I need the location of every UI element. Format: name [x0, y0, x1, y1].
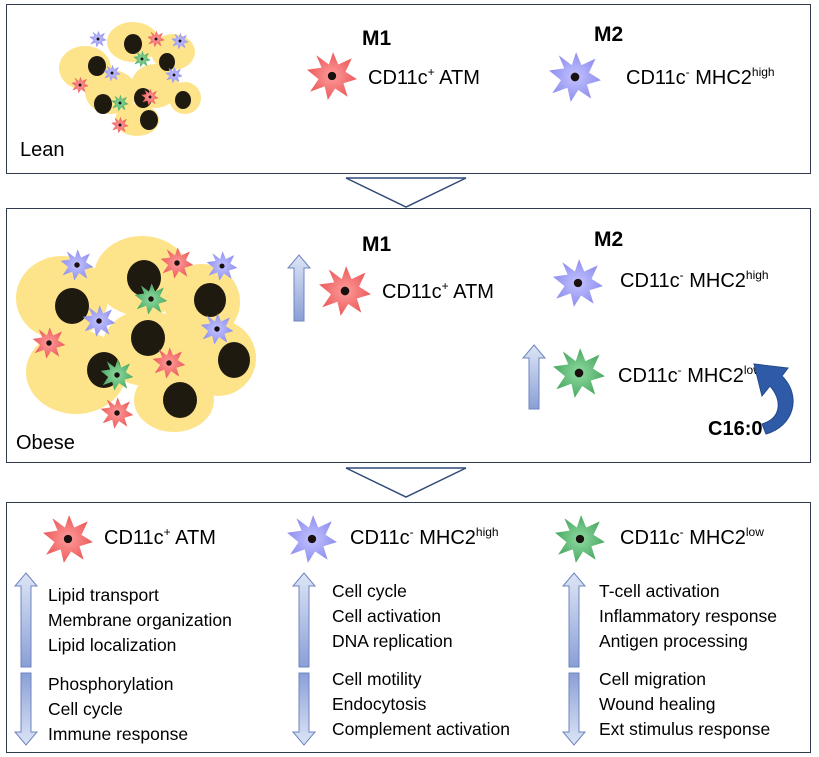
- functions-m2-high-up-arrow: [291, 572, 317, 668]
- functions-m1-down-arrow: [13, 672, 39, 746]
- list-item: Wound healing: [599, 694, 716, 714]
- obese-m2-heading: M2: [594, 228, 624, 251]
- m2-high-macrophage: [89, 30, 107, 48]
- list-item: Lipid transport: [48, 585, 159, 605]
- obese-m1-increase-arrow: [286, 254, 312, 322]
- obese-m1-cell-icon: [319, 266, 371, 316]
- functions-panel: [6, 502, 811, 753]
- list-item: Cell cycle: [332, 581, 407, 601]
- functions-m2-low-downregulated-list: Cell migration Wound healing Ext stimulu…: [599, 667, 770, 742]
- lean-m1-cell-label: CD11c+ ATM: [368, 65, 480, 89]
- functions-m2-low-up-arrow: [561, 572, 587, 668]
- list-item: Cell migration: [599, 669, 706, 689]
- obese-m1-heading: M1: [362, 233, 392, 256]
- functions-m2-high-cell-label: CD11c- MHC2high: [350, 525, 499, 549]
- lean-m2-cell-label: CD11c- MHC2high: [626, 65, 775, 89]
- nucleus: [194, 283, 226, 317]
- obese-label: Obese: [16, 432, 75, 454]
- functions-m2-low-cell-label: CD11c- MHC2low: [620, 525, 764, 549]
- nucleus: [175, 91, 191, 109]
- nucleus: [140, 110, 158, 130]
- functions-m1-cell-label: CD11c+ ATM: [104, 525, 216, 549]
- obese-m2-low-increase-arrow: [521, 344, 547, 410]
- list-item: Inflammatory response: [599, 606, 777, 626]
- functions-m1-up-arrow: [13, 572, 39, 668]
- functions-m2-low-cell-icon: [555, 515, 605, 563]
- functions-m2-low-upregulated-list: T-cell activation Inflammatory response …: [599, 579, 777, 654]
- functions-m2-high-downregulated-list: Cell motility Endocytosis Complement act…: [332, 667, 510, 742]
- lean-label: Lean: [20, 139, 65, 161]
- list-item: Complement activation: [332, 719, 510, 739]
- lean-m2-heading: M2: [594, 23, 624, 46]
- list-item: DNA replication: [332, 631, 453, 651]
- nucleus: [94, 94, 112, 114]
- list-item: Immune response: [48, 724, 189, 744]
- list-item: Ext stimulus response: [599, 719, 771, 739]
- list-item: Cell cycle: [48, 699, 123, 719]
- c16-fatty-acid-label: C16:0: [708, 418, 763, 440]
- list-item: T-cell activation: [599, 581, 720, 601]
- functions-m2-high-cell-icon: [287, 515, 337, 563]
- obese-m2-high-cell-label: CD11c- MHC2high: [620, 268, 769, 292]
- list-item: Membrane organization: [48, 610, 232, 630]
- functions-m1-upregulated-list: Lipid transport Membrane organization Li…: [48, 583, 232, 658]
- lean-adipose-cluster: [59, 22, 201, 136]
- functions-m2-high-down-arrow: [291, 672, 317, 746]
- lean-m1-cell-icon: [307, 52, 357, 100]
- obese-m1-cell-label: CD11c+ ATM: [382, 279, 494, 303]
- obese-m2-low-cell-icon: [553, 348, 605, 398]
- functions-m1-downregulated-list: Phosphorylation Cell cycle Immune respon…: [48, 672, 188, 747]
- nucleus: [124, 34, 142, 54]
- transition-arrow-lean-to-obese: [345, 177, 467, 208]
- nucleus: [159, 53, 175, 71]
- list-item: Endocytosis: [332, 694, 427, 714]
- list-item: Antigen processing: [599, 631, 748, 651]
- functions-m2-low-down-arrow: [561, 672, 587, 746]
- lean-m1-heading: M1: [362, 27, 392, 50]
- transition-arrow-obese-to-functions: [345, 467, 467, 498]
- c16-curved-arrow: [753, 363, 794, 435]
- nucleus: [163, 382, 197, 418]
- nucleus: [55, 288, 89, 324]
- functions-m1-cell-icon: [43, 515, 93, 563]
- obese-m2-low-cell-label: CD11c- MHC2low: [618, 363, 762, 387]
- obese-adipose-cluster: [16, 236, 256, 432]
- list-item: Cell activation: [332, 606, 441, 626]
- nucleus: [218, 342, 250, 378]
- lean-m2-cell-icon: [549, 52, 601, 102]
- list-item: Cell motility: [332, 669, 422, 689]
- functions-m2-high-upregulated-list: Cell cycle Cell activation DNA replicati…: [332, 579, 453, 654]
- obese-m2-high-cell-icon: [553, 259, 603, 307]
- nucleus: [131, 320, 165, 356]
- list-item: Lipid localization: [48, 635, 177, 655]
- list-item: Phosphorylation: [48, 674, 174, 694]
- nucleus: [88, 56, 106, 76]
